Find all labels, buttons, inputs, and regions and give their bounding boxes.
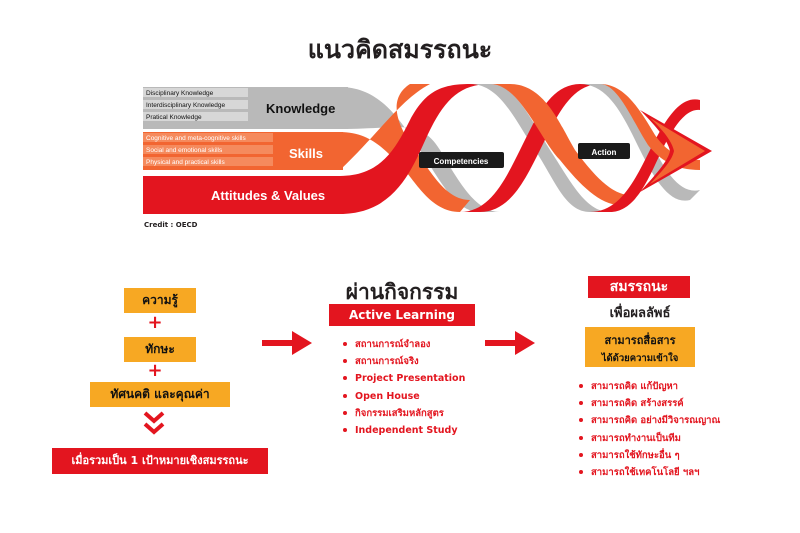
list-item: สามารถทำงานเป็นทีม [579,430,720,447]
attitudes-box: ทัศนคติ และคุณค่า [90,382,230,407]
knowledge-item-bar [143,112,248,121]
skills-item-bar [143,145,273,154]
knowledge-item: Disciplinary Knowledge [146,90,214,97]
activities-title: ผ่านกิจกรรม [345,280,459,304]
skills-item: Social and emotional skills [146,147,223,154]
list-item: สามารถคิด สร้างสรรค์ [579,395,720,412]
skills-item-bar [143,157,273,166]
list-item: สามารถใช้เทคโนโลยี ฯลฯ [579,464,720,481]
competencies-label: Competencies [434,157,489,166]
active-learning-bar: Active Learning [329,304,475,326]
communication-box: สามารถสื่อสาร ได้ด้วยความเข้าใจ [585,327,695,367]
skills-item: Cognitive and meta-cognitive skills [146,135,246,142]
communication-line: ได้ด้วยความเข้าใจ [601,353,679,364]
action-label: Action [592,148,617,157]
competency-badge: สมรรถนะ [588,276,690,298]
skills-item-bar [143,133,273,142]
plus-sign: + [147,360,163,381]
page-title: แนวคิดสมรรถนะ [307,35,493,64]
result-bar: เมื่อรวมเป็น 1 เป้าหมายเชิงสมรรถนะ [52,448,268,474]
knowledge-label: Knowledge [266,101,335,116]
knowledge-box: ความรู้ [124,288,196,313]
list-item: Project Presentation [343,370,465,387]
outcomes-list: สามารถคิด แก้ปัญหา สามารถคิด สร้างสรรค์ … [579,378,720,481]
skills-label: Skills [289,146,323,161]
communication-line: สามารถสื่อสาร [604,334,676,347]
list-item: สามารถคิด แก้ปัญหา [579,378,720,395]
braid-strands [340,84,712,214]
double-chevron-down-icon [143,411,165,435]
arrow-right-icon [485,331,535,355]
activities-list: สถานการณ์จำลอง สถานการณ์จริง Project Pre… [343,336,465,439]
list-item: กิจกรรมเสริมหลักสูตร [343,405,465,422]
competencies-tag [419,152,504,168]
list-item: สถานการณ์จำลอง [343,336,465,353]
list-item: สามารถใช้ทักษะอื่น ๆ [579,447,720,464]
knowledge-item-bar [143,88,248,97]
list-item: Open House [343,388,465,405]
knowledge-item: Interdisciplinary Knowledge [146,102,226,109]
list-item: Independent Study [343,422,465,439]
arrow-right-icon [262,331,312,355]
attitudes-band [143,176,343,214]
credit-text: Credit : OECD [144,221,198,229]
attitudes-label: Attitudes & Values [211,188,325,203]
action-tag [578,143,630,159]
skills-item: Physical and practical skills [146,159,226,166]
competency-braid-diagram: Disciplinary Knowledge Interdisciplinary… [143,84,712,214]
list-item: สามารถคิด อย่างมีวิจารณญาณ [579,412,720,429]
outcome-subtitle: เพื่อผลลัพธ์ [609,306,671,321]
knowledge-item-bar [143,100,248,109]
skills-box: ทักษะ [124,337,196,362]
list-item: สถานการณ์จริง [343,353,465,370]
knowledge-item: Pratical Knowledge [146,114,202,121]
plus-sign: + [147,312,163,333]
